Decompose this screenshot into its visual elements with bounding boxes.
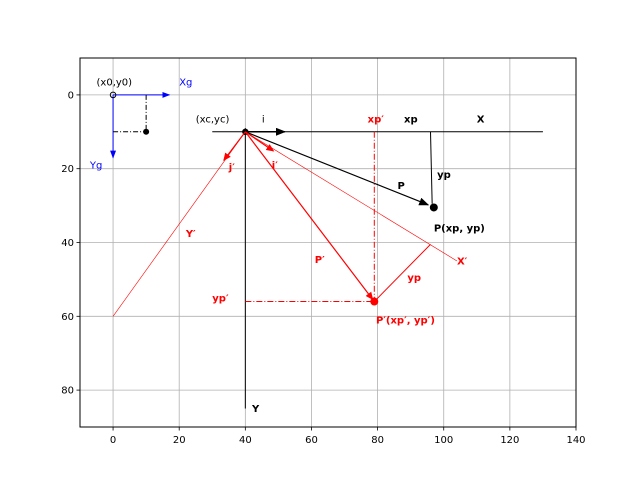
vector-p-prime-label: P′: [315, 255, 325, 266]
xp-prime-label: xp′: [368, 115, 385, 126]
diagram-elements: [109, 91, 543, 409]
xp-label: xp: [404, 115, 418, 126]
rotated-y-label: Y′: [185, 229, 196, 240]
x-tick-label: 140: [566, 435, 585, 446]
point-p-prime-marker: [370, 297, 379, 306]
global-x-label: Xg: [179, 78, 192, 89]
x-tick-label: 20: [173, 435, 186, 446]
rotated-y-axis: [112, 131, 246, 317]
y-tick-label: 0: [68, 90, 74, 101]
unit-i-label: i: [262, 115, 265, 126]
x-tick-label: 100: [434, 435, 453, 446]
point-p-marker: [429, 203, 438, 212]
global-sample-point: [143, 128, 150, 135]
rotated-x-axis: [245, 131, 458, 262]
x-tick-label: 0: [110, 435, 116, 446]
x-tick-label: 40: [239, 435, 252, 446]
global-y-label: Yg: [89, 161, 102, 172]
x-tick-label: 120: [500, 435, 519, 446]
grid: [80, 58, 577, 427]
yp-rotated-projection: [373, 243, 431, 302]
yp-prime-label: yp′: [212, 294, 229, 305]
vector-p: [245, 131, 430, 206]
unit-j-prime-label: j′: [228, 163, 235, 174]
axis-ticks: 0 20 40 60 80 100 120 140 0 20 40 60 80: [61, 90, 585, 446]
global-origin-marker: [109, 91, 117, 99]
x-tick-label: 60: [305, 435, 318, 446]
yp-rotated-label: yp: [407, 273, 421, 284]
vector-p-prime: [244, 131, 374, 301]
unit-i-prime-label: i′: [272, 161, 278, 172]
local-y-label: Y: [251, 404, 260, 415]
y-tick-label: 60: [61, 312, 74, 323]
point-p-label: P(xp, yp): [434, 223, 485, 234]
vector-p-label: P: [397, 181, 404, 192]
yp-projection-line: [430, 131, 433, 204]
y-tick-label: 40: [61, 238, 74, 249]
y-tick-label: 20: [61, 164, 74, 175]
point-p-prime-label: P′(xp′, yp′): [376, 316, 435, 327]
unit-vector-j-prime: [223, 131, 246, 162]
y-tick-label: 80: [61, 386, 74, 397]
yp-label: yp: [437, 170, 451, 181]
local-origin-label: (xc,yc): [196, 115, 230, 126]
local-x-label: X: [477, 115, 485, 126]
unit-vector-i-prime: [244, 131, 275, 152]
rotated-x-label: X′: [457, 257, 468, 268]
x-tick-label: 80: [371, 435, 384, 446]
global-origin-label: (x0,y0): [97, 78, 133, 89]
